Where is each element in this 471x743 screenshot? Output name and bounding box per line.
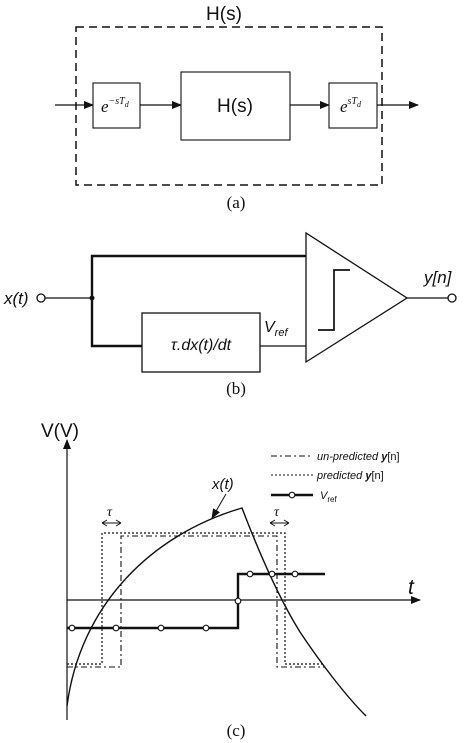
vref-marker xyxy=(268,570,276,578)
comparator-step-symbol xyxy=(318,269,350,331)
panel-a: H(s) e−sTd H(s) esTd (a) xyxy=(55,4,419,212)
delay-block-label: e−sTd xyxy=(101,96,130,116)
caption-c: (c) xyxy=(227,721,246,740)
caption-b: (b) xyxy=(226,379,246,398)
vref-label: Vref xyxy=(264,319,288,339)
vref-marker xyxy=(68,624,76,632)
output-terminal xyxy=(447,293,457,303)
advance-block-label: esTd xyxy=(340,96,362,116)
input-label: x(t) xyxy=(3,289,29,308)
tau-left-label: τ xyxy=(107,505,113,520)
tau-right-arrowheads xyxy=(269,519,290,527)
comparator xyxy=(305,231,409,364)
direct-path-wire xyxy=(90,254,306,298)
vref-marker xyxy=(202,624,210,632)
transfer-function-label: H(s) xyxy=(217,96,253,117)
curve-label-pointer xyxy=(211,493,227,519)
transfer-function-block xyxy=(180,71,291,141)
legend-vref-label: Vref xyxy=(320,490,337,504)
input-signal-curve xyxy=(66,507,367,717)
vref-marker xyxy=(234,597,242,605)
output-label: y[n] xyxy=(423,268,453,287)
curve-label: x(t) xyxy=(211,476,234,493)
derivative-block xyxy=(141,312,261,373)
equivalent-system-boundary xyxy=(75,26,383,186)
derivative-path-wire xyxy=(90,298,142,348)
legend-unpredicted-label: un-predicted y[n] xyxy=(317,451,400,463)
vref-marker xyxy=(157,624,165,632)
tau-right-label: τ xyxy=(274,505,280,520)
vref-marker xyxy=(246,570,254,578)
x-axis-label: t xyxy=(408,576,415,599)
legend-vref-marker xyxy=(288,491,296,499)
derivative-block-label: τ.dx(t)/dt xyxy=(171,337,232,354)
input-terminal xyxy=(36,293,46,303)
predicted-output-trace xyxy=(67,532,325,665)
unpredicted-output-trace xyxy=(67,535,325,668)
panel-c: V(V) t un-predicted y[n] predicted y[n] … xyxy=(41,421,421,740)
tau-left-arrowheads xyxy=(101,519,122,527)
outer-transfer-label: H(s) xyxy=(206,4,242,25)
y-axis-label: V(V) xyxy=(41,421,79,442)
vref-trace xyxy=(67,572,325,630)
legend-predicted-label: predicted y[n] xyxy=(316,470,384,482)
vref-markers xyxy=(68,570,299,632)
vref-marker xyxy=(112,624,120,632)
caption-a: (a) xyxy=(227,193,246,212)
advance-block xyxy=(328,82,378,129)
vref-marker xyxy=(291,570,299,578)
panel-b: x(t) τ.dx(t)/dt Vref y[n] (b) xyxy=(3,231,457,398)
